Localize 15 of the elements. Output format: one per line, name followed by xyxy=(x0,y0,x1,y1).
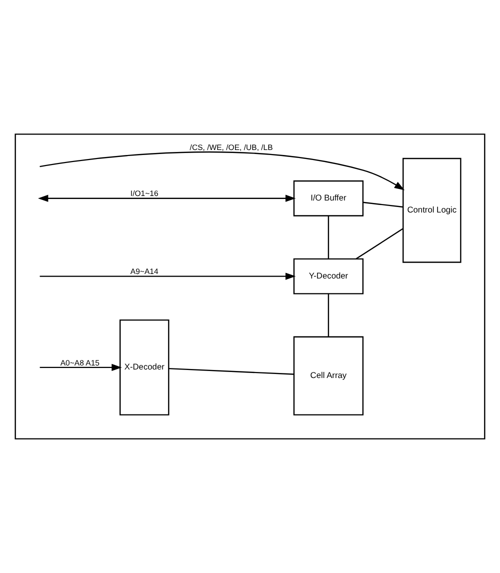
connector xyxy=(356,228,404,260)
connector xyxy=(328,294,330,337)
node-box: Y-Decoder xyxy=(293,258,364,294)
connector xyxy=(363,202,404,208)
node-box: I/O Buffer xyxy=(293,180,364,216)
connector xyxy=(168,368,294,375)
arrow xyxy=(40,152,405,190)
node-box: X-Decoder xyxy=(120,319,170,416)
node-box: Cell Array xyxy=(293,336,364,416)
node-box: Control Logic xyxy=(402,158,462,263)
cluster xyxy=(14,134,486,440)
arrow xyxy=(38,194,296,202)
arrow xyxy=(40,364,122,372)
arrow xyxy=(40,272,296,280)
connector xyxy=(328,216,330,259)
